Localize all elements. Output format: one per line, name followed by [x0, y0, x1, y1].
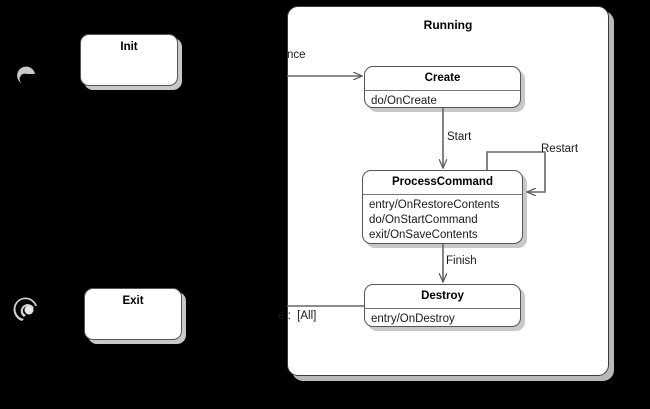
state-destroy[interactable]: Destroy entry/OnDestroy [364, 284, 521, 327]
state-destroy-title: Destroy [421, 290, 464, 302]
state-destroy-divider [365, 307, 520, 309]
state-process-command-title: ProcessCommand [392, 176, 493, 188]
state-exit[interactable]: Exit [84, 288, 182, 340]
state-create-activities: do/OnCreate [371, 94, 437, 107]
final-state-marker [12, 293, 46, 332]
state-process-command[interactable]: ProcessCommand entry/OnRestoreContents d… [362, 170, 523, 244]
transition-label-to-create-clipped: nce [287, 49, 306, 61]
state-create-title: Create [424, 72, 461, 84]
transition-label-restart: Restart [541, 143, 579, 155]
state-process-command-activities: entry/OnRestoreContents do/OnStartComman… [369, 198, 500, 242]
initial-state-marker [14, 62, 44, 97]
transition-label-finish: Finish [446, 255, 477, 267]
transition-label-start: Start [447, 131, 472, 143]
state-process-command-divider [363, 193, 522, 195]
state-create-divider [365, 89, 520, 91]
transition-label-destroy-to-exit-clipped: e : [All] [278, 310, 317, 322]
composite-state-title: Running [423, 18, 473, 32]
state-exit-title: Exit [122, 295, 144, 307]
state-init[interactable]: Init [80, 34, 178, 86]
state-destroy-activities: entry/OnDestroy [371, 312, 455, 325]
state-init-title: Init [120, 41, 138, 53]
state-create[interactable]: Create do/OnCreate [364, 66, 521, 108]
